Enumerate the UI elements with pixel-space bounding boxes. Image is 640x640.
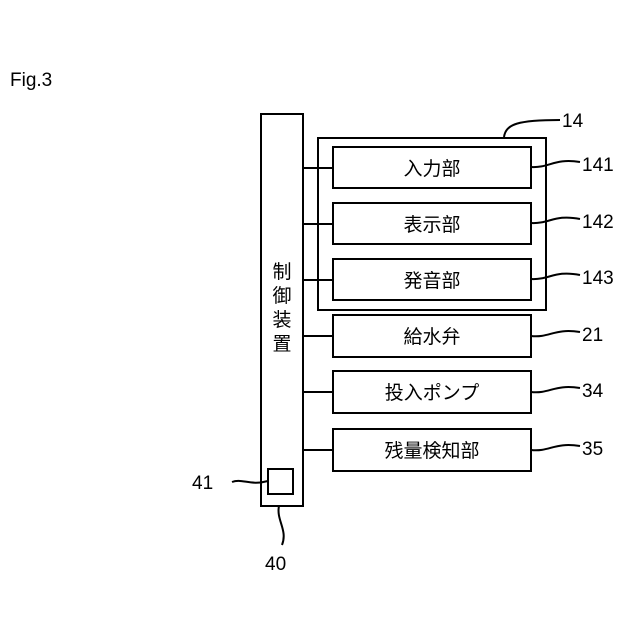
component-label-6: 残量検知部	[384, 440, 479, 462]
leader-21	[531, 331, 580, 336]
ref-41: 41	[192, 473, 213, 494]
ref-21: 21	[582, 325, 603, 346]
ref-34: 34	[582, 381, 604, 402]
controller-char-3: 装	[272, 309, 291, 331]
leader-34	[531, 387, 580, 392]
ref-35: 35	[582, 439, 603, 460]
ref-141: 141	[582, 155, 614, 176]
ref-143: 143	[582, 268, 614, 289]
component-label-5: 投入ポンプ	[385, 382, 479, 404]
controller-char-1: 制	[272, 261, 291, 283]
leader-40	[279, 506, 284, 545]
component-label-3: 発音部	[403, 270, 460, 292]
leader-41	[232, 481, 268, 483]
leader-14	[504, 120, 560, 137]
controller-char-4: 置	[272, 333, 291, 355]
controller-inner-square	[268, 469, 293, 494]
ref-40: 40	[265, 554, 286, 575]
ref-14: 14	[562, 111, 584, 132]
controller-char-2: 御	[272, 285, 291, 307]
component-label-2: 表示部	[403, 214, 460, 236]
figure-label: Fig.3	[10, 70, 52, 91]
component-label-1: 入力部	[403, 158, 460, 180]
component-label-4: 給水弁	[403, 326, 460, 348]
leader-35	[531, 445, 580, 450]
ref-142: 142	[582, 212, 614, 233]
